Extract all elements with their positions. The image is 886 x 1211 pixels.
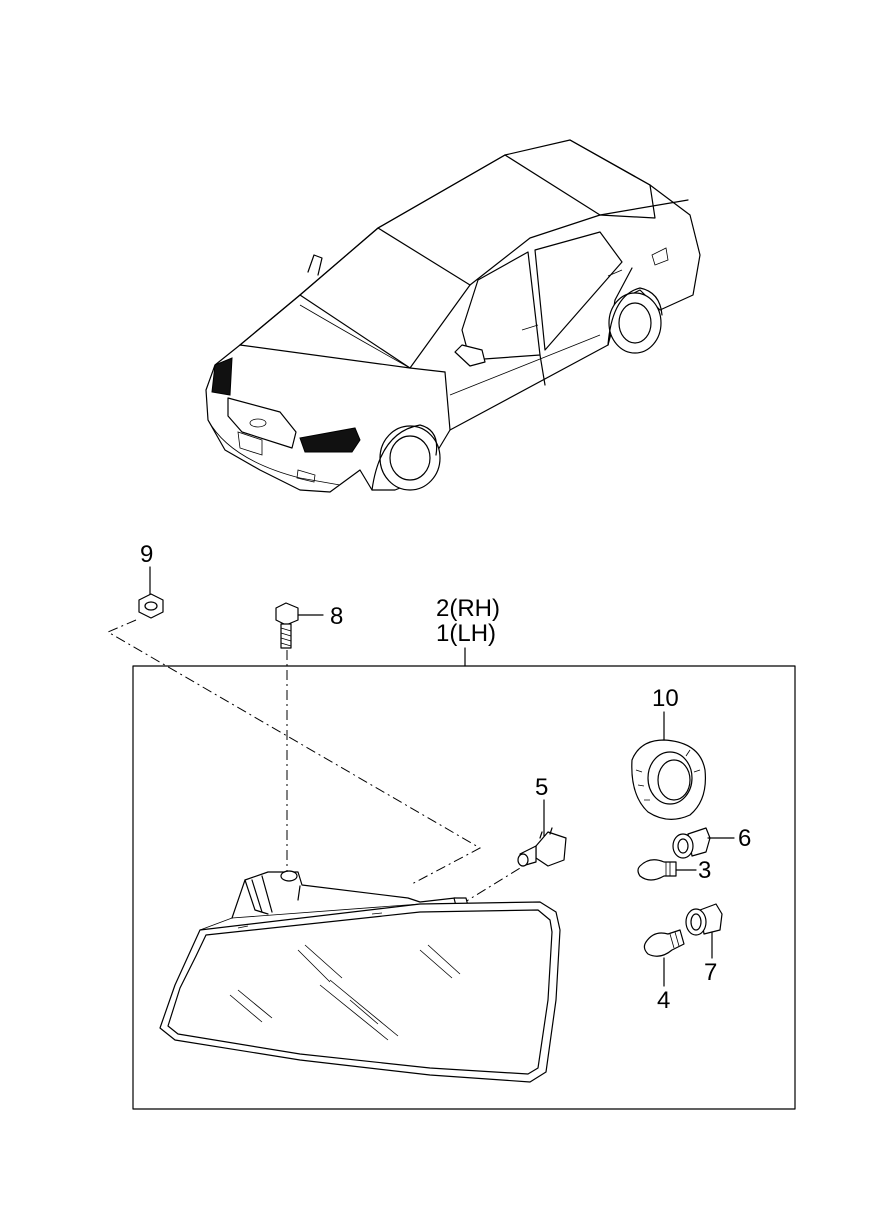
callout-3: 3	[698, 857, 711, 884]
bulb-part-4	[643, 929, 685, 987]
bulb-part-5	[517, 799, 567, 867]
alignment-lines	[106, 619, 531, 906]
callout-1: 1(LH)	[436, 620, 496, 647]
bolt-part-8	[275, 602, 324, 649]
socket-part-7	[685, 903, 723, 959]
callout-8: 8	[330, 603, 343, 630]
headlamp-assembly-frame	[132, 665, 796, 1110]
car-illustration	[205, 139, 701, 493]
bulb-part-3	[637, 859, 697, 881]
callout-6: 6	[738, 825, 751, 852]
callout-4: 4	[657, 987, 670, 1014]
dust-cover-part-10	[631, 711, 707, 820]
callout-2: 2(RH)	[436, 595, 500, 622]
callout-9: 9	[140, 541, 153, 568]
callout-10: 10	[652, 685, 679, 712]
callout-7: 7	[704, 959, 717, 986]
headlamp-part-1-2	[159, 870, 561, 1083]
socket-part-6	[672, 827, 735, 859]
callout-5: 5	[535, 774, 548, 801]
nut-part-9	[138, 566, 164, 619]
